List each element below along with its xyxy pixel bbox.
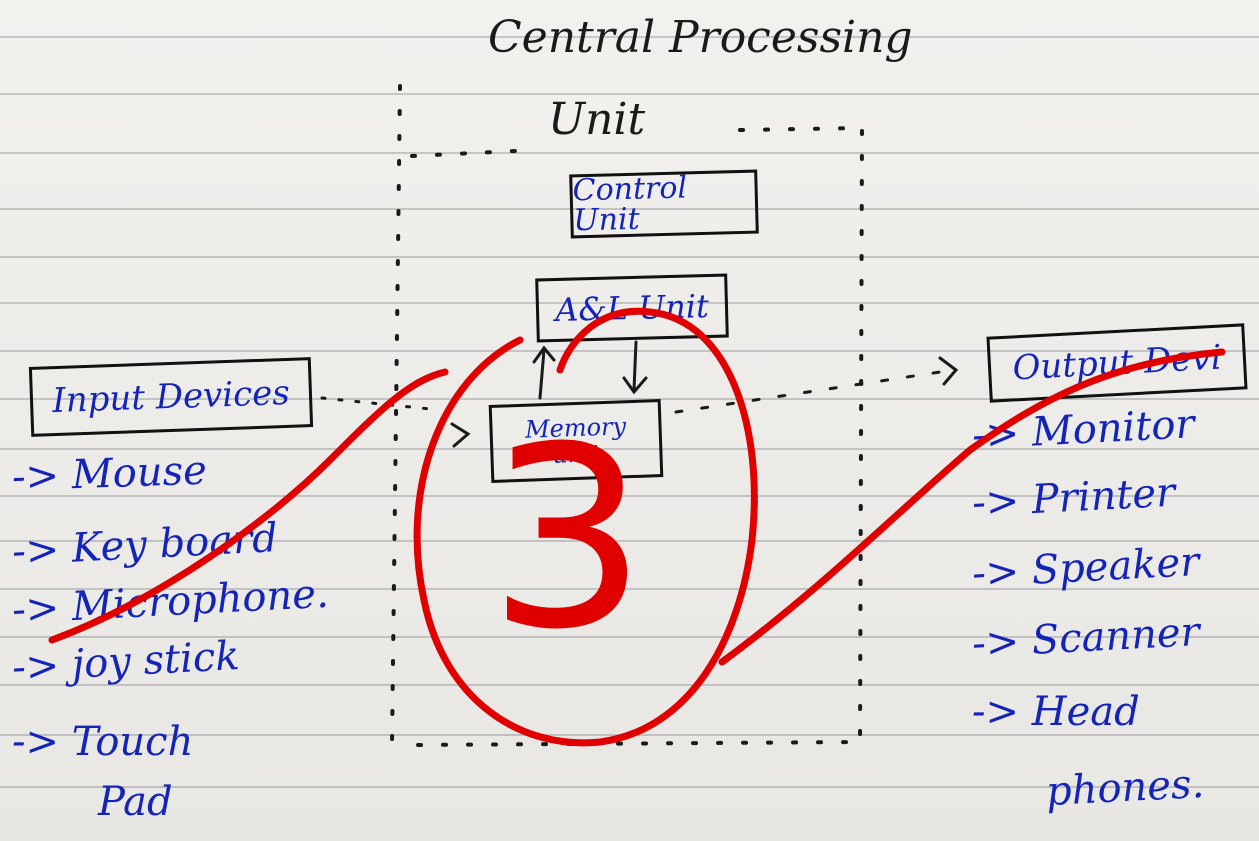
- input-item-touch: -> Touch: [12, 719, 194, 765]
- cpu-title-line2: Unit: [548, 94, 646, 145]
- red-slash-right: [718, 348, 1226, 666]
- output-arrow-head: [938, 356, 959, 386]
- red-slash-left: [48, 368, 449, 644]
- input-to-memory-link: [320, 396, 442, 412]
- input-item-pad: Pad: [98, 779, 173, 825]
- memory-to-alu-arrow: [532, 345, 556, 400]
- output-item-head: -> Head: [972, 689, 1140, 735]
- grade-mark: 3: [488, 393, 648, 684]
- input-arrow-head: [450, 422, 471, 448]
- red-circle: [413, 307, 758, 747]
- alu-to-memory-arrow: [622, 340, 648, 395]
- cpu-title-line1: Central Processing: [488, 12, 913, 63]
- cpu-boundary-dashed: [390, 84, 865, 747]
- memory-to-output-link: [674, 370, 942, 414]
